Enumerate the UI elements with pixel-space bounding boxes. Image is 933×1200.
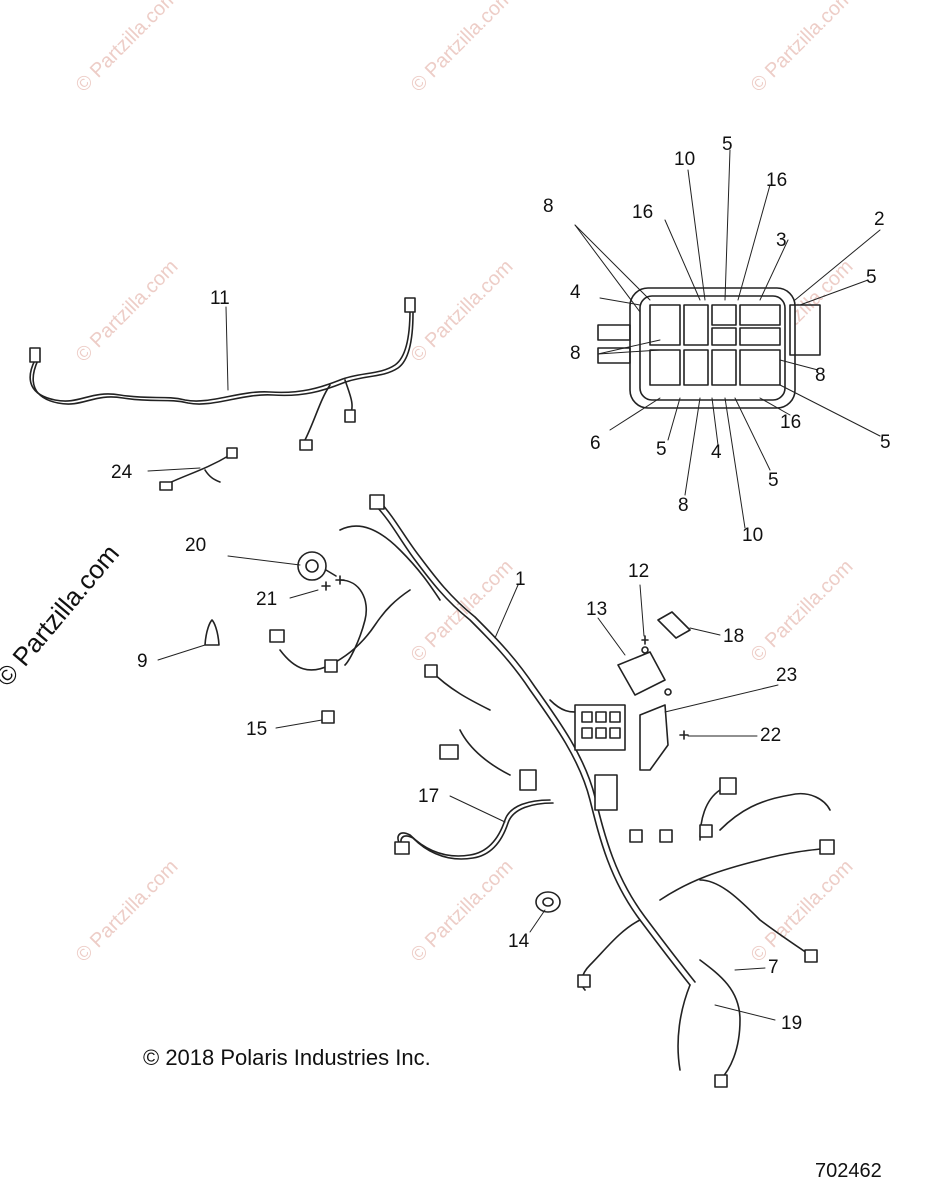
part-13 xyxy=(617,646,672,696)
callout-5: 5 xyxy=(656,439,667,460)
part-14 xyxy=(535,891,561,913)
callout-9: 9 xyxy=(137,651,148,672)
callout-20: 20 xyxy=(185,535,207,556)
part-22 xyxy=(679,730,689,740)
callout-8: 8 xyxy=(678,495,689,516)
branch-harness xyxy=(394,799,554,860)
callout-10: 10 xyxy=(674,149,696,170)
callout-2: 2 xyxy=(874,209,885,230)
callout-24: 24 xyxy=(111,462,133,483)
callout-4: 4 xyxy=(711,442,722,463)
callout-5: 5 xyxy=(722,134,733,155)
callout-15: 15 xyxy=(246,719,268,740)
part-23 xyxy=(639,704,669,771)
callout-11: 11 xyxy=(210,288,230,309)
screws-21 xyxy=(321,575,345,591)
callout-1: 1 xyxy=(515,569,526,590)
callout-23: 23 xyxy=(776,665,798,686)
part-12 xyxy=(641,635,649,645)
pigtail-harness xyxy=(159,447,238,491)
callout-6: 6 xyxy=(590,433,601,454)
callout-10: 10 xyxy=(742,525,764,546)
callout-5: 5 xyxy=(768,470,779,491)
copyright-notice: © 2018 Polaris Industries Inc. xyxy=(143,1045,431,1070)
callout-22: 22 xyxy=(760,725,782,746)
callout-18: 18 xyxy=(723,626,745,647)
callout-16: 16 xyxy=(780,412,802,433)
callout-19: 19 xyxy=(781,1013,803,1034)
callout-21: 21 xyxy=(256,589,278,610)
callout-16: 16 xyxy=(766,170,788,191)
callout-5: 5 xyxy=(866,267,877,288)
callout-17: 17 xyxy=(418,786,440,807)
callout-8: 8 xyxy=(815,365,826,386)
callout-13: 13 xyxy=(586,599,608,620)
callout-3: 3 xyxy=(776,230,787,251)
part-18 xyxy=(657,611,691,639)
rear-harness xyxy=(29,297,416,451)
callout-4: 4 xyxy=(570,282,581,303)
callout-8: 8 xyxy=(543,196,554,217)
main-harness xyxy=(269,494,835,1088)
callout-8: 8 xyxy=(570,343,581,364)
part-20 xyxy=(297,551,337,581)
fuse-box xyxy=(597,287,821,409)
callout-7: 7 xyxy=(768,957,779,978)
callout-14: 14 xyxy=(508,931,530,952)
callout-12: 12 xyxy=(628,561,650,582)
part-9 xyxy=(204,619,220,646)
callout-5: 5 xyxy=(880,432,891,453)
part-15 xyxy=(321,710,335,724)
callout-16: 16 xyxy=(632,202,654,223)
leader-lines xyxy=(147,149,881,1021)
drawing-number: 702462 xyxy=(815,1160,882,1182)
